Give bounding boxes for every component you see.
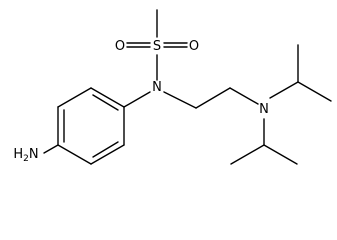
- tertiary-nitrogen-label: N: [259, 102, 269, 117]
- amine-label: H2N: [13, 147, 38, 164]
- ethyl-bond: [195, 87, 231, 109]
- amine-bond: [43, 144, 59, 154]
- ring-bond: [57, 144, 92, 165]
- isopropyl-bond: [263, 144, 298, 165]
- isopropyl-bond: [297, 81, 332, 102]
- ring-double-bond: [92, 94, 119, 111]
- ring-bond: [90, 144, 125, 165]
- benzene-ring: [57, 87, 125, 165]
- aryl-nitrogen-label: N: [152, 80, 162, 95]
- ring-double-bond: [92, 141, 119, 158]
- ethyl-bond: [163, 91, 197, 109]
- structure-canvas: H2N N S O O N: [13, 9, 332, 165]
- ethyl-bond: [229, 87, 259, 105]
- oxygen-right-label: O: [189, 39, 199, 54]
- sulfur-label: S: [153, 39, 161, 54]
- isopropyl-bond: [230, 144, 265, 165]
- molecule-diagram: H2N N S O O N: [13, 9, 332, 165]
- ring-bond: [57, 87, 92, 108]
- isopropyl-bond: [269, 81, 299, 99]
- oxygen-left-label: O: [115, 39, 125, 54]
- ring-bond: [90, 87, 125, 108]
- aryl-n-bond: [123, 91, 151, 108]
